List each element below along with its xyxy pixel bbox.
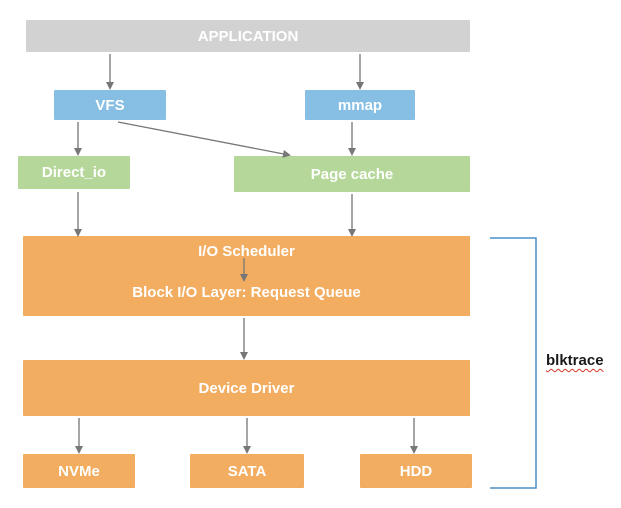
- blktrace-bracket: [490, 237, 537, 489]
- sata-label: SATA: [227, 462, 267, 480]
- io-scheduler-label: I/O Scheduler: [198, 243, 295, 260]
- block-io-layer-label: Block I/O Layer: Request Queue: [132, 284, 361, 301]
- application-label: APPLICATION: [197, 27, 299, 45]
- device-driver-box: Device Driver: [23, 360, 470, 416]
- direct-io-box: Direct_io: [18, 156, 130, 189]
- page-cache-label: Page cache: [310, 165, 394, 183]
- sata-box: SATA: [190, 454, 304, 488]
- mmap-box: mmap: [305, 90, 415, 120]
- vfs-box: VFS: [54, 90, 166, 120]
- mmap-label: mmap: [337, 96, 383, 114]
- vfs-label: VFS: [95, 96, 125, 114]
- hdd-box: HDD: [360, 454, 472, 488]
- page-cache-box: Page cache: [234, 156, 470, 192]
- direct-io-label: Direct_io: [41, 164, 107, 181]
- arrow-vfs-to-page-cache: [117, 121, 291, 158]
- device-driver-label: Device Driver: [198, 379, 295, 397]
- nvme-box: NVMe: [23, 454, 135, 488]
- application-box: APPLICATION: [26, 20, 470, 52]
- blktrace-label: blktrace: [546, 352, 604, 369]
- nvme-label: NVMe: [58, 462, 100, 480]
- hdd-label: HDD: [399, 462, 433, 480]
